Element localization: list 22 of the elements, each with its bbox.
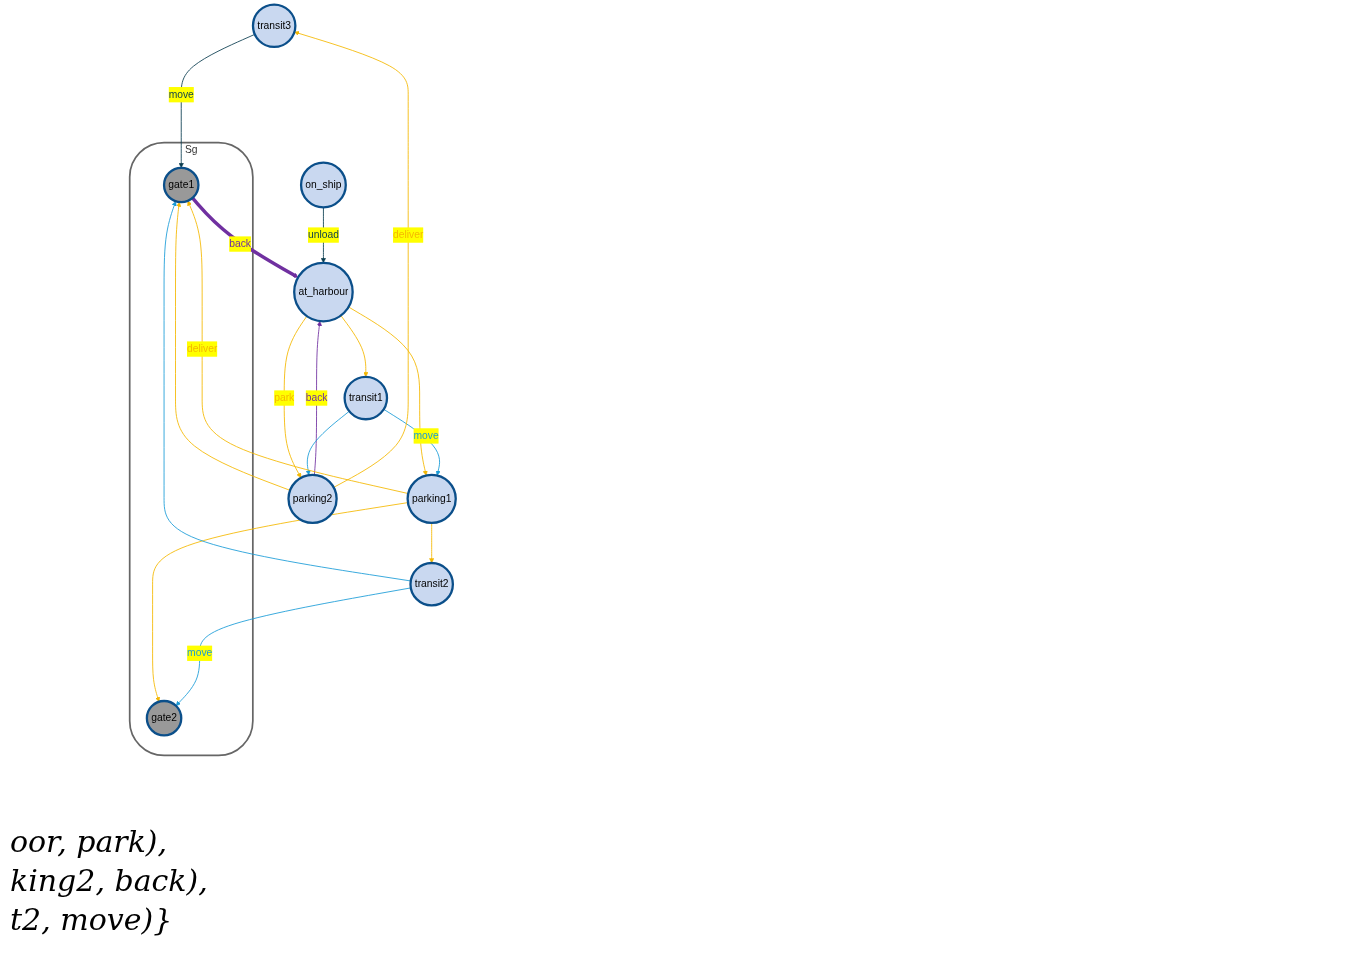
edge-label: park	[274, 392, 295, 404]
formula-text: king2, back),	[10, 863, 208, 898]
edge-label: deliver	[393, 229, 424, 241]
edge-label: move	[187, 647, 213, 659]
formula-text: oor, park),	[10, 824, 169, 859]
formula-text: t2, move)}	[10, 902, 174, 937]
edge-label: back	[229, 238, 251, 250]
node-circle: parking2	[287, 473, 338, 525]
node-circle: gate1	[162, 166, 200, 204]
edge-label: back	[305, 392, 328, 404]
edge-label: deliver	[186, 343, 218, 355]
node-circle: transit3	[251, 3, 297, 49]
node-circle: transit2	[409, 561, 455, 607]
node-circle: gate2	[145, 699, 183, 737]
node-circle: on_ship	[299, 161, 347, 209]
edge-label: move	[413, 429, 439, 442]
node-circle: at_harbour	[293, 261, 354, 323]
node-circle: transit1	[343, 375, 389, 421]
node-circle: parking1	[406, 473, 457, 525]
arrow	[191, 196, 299, 278]
edge-label: move	[168, 88, 194, 101]
edge-label: unload	[307, 229, 339, 241]
